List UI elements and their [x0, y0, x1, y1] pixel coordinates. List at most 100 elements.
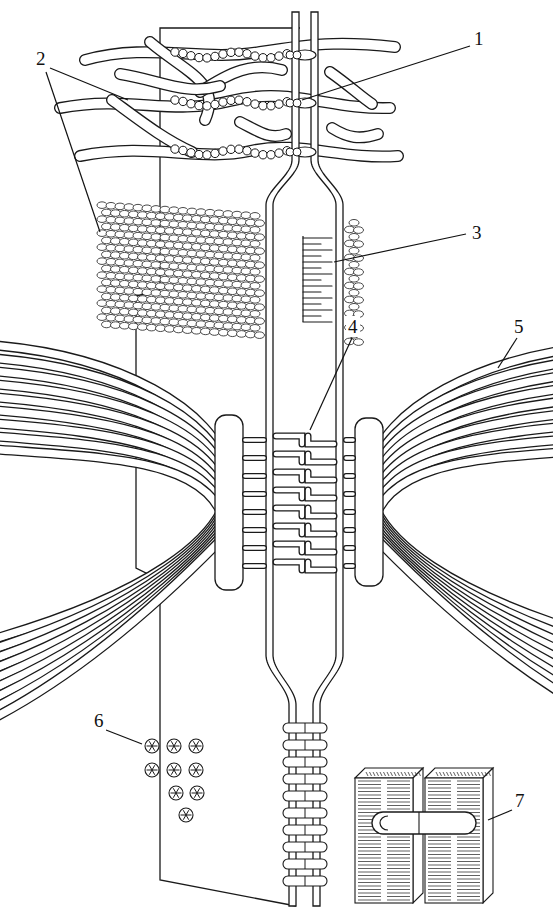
plaque-link	[245, 491, 264, 497]
filament-section	[354, 241, 364, 248]
filament-section	[255, 276, 265, 283]
connexon-end-on	[145, 739, 159, 753]
intermediate-filaments	[0, 345, 553, 720]
filament-section	[147, 226, 157, 233]
connexon-end-on	[189, 763, 203, 777]
connexon-subunit	[194, 788, 200, 798]
strand-bead	[251, 149, 259, 157]
filament-section	[250, 241, 260, 248]
strand-bead	[275, 52, 283, 60]
filament-section	[214, 266, 224, 273]
lipid-tail	[464, 772, 466, 776]
filament-section	[183, 285, 193, 292]
lipid-tail	[468, 772, 470, 776]
filament-section	[232, 281, 242, 288]
strand-bead	[203, 151, 211, 159]
filament-section	[250, 311, 260, 318]
filament-section	[246, 317, 256, 324]
plaque-link	[245, 510, 264, 513]
filament-section	[183, 229, 193, 236]
filament-section	[241, 324, 251, 331]
filament-section	[255, 290, 265, 297]
filament-section	[214, 308, 224, 315]
leader-line	[498, 338, 517, 368]
filament-section	[165, 312, 175, 319]
filament-section	[255, 262, 265, 269]
lipid-tail	[387, 805, 410, 806]
desmoglein	[276, 436, 302, 444]
filament-section	[147, 268, 157, 275]
lipid-tail	[366, 772, 368, 776]
filament-section	[156, 283, 166, 290]
callout-number: 1	[472, 28, 486, 49]
filament-section	[97, 286, 107, 293]
filament-section	[183, 313, 193, 320]
filament-section	[187, 236, 197, 243]
strand-bead	[187, 100, 195, 108]
filament-section	[210, 287, 220, 294]
filament-section	[133, 204, 143, 211]
actin-filament	[85, 44, 395, 60]
filament-section	[237, 289, 247, 296]
filament-section	[187, 264, 197, 271]
connexon	[283, 876, 327, 886]
connexon-subunit	[194, 788, 200, 798]
strand-bead	[171, 145, 179, 153]
filament-section	[192, 327, 202, 334]
filament-section	[241, 254, 251, 261]
filament-section	[151, 234, 161, 241]
filament-section	[106, 216, 116, 223]
filament-section	[97, 202, 107, 209]
filament-section	[106, 230, 116, 237]
filament-section	[120, 252, 130, 259]
filament-section	[156, 297, 166, 304]
lipid-tail	[387, 865, 410, 866]
desmocollin	[308, 454, 334, 462]
keratin-filament	[0, 449, 229, 720]
filament-section	[187, 292, 197, 299]
desmoglein	[276, 526, 302, 534]
filament-section	[133, 232, 143, 239]
filament-section	[169, 263, 179, 270]
connexon-seam	[305, 723, 306, 733]
plaque-link	[346, 510, 353, 513]
filament-section	[97, 314, 107, 321]
filament-section	[169, 221, 179, 228]
lipid-tail	[428, 872, 451, 873]
lipid-tail	[358, 879, 381, 880]
bilayer-side	[413, 768, 423, 903]
lipid-tail	[428, 868, 451, 869]
strand-bead	[243, 50, 251, 58]
strand-bead	[211, 52, 219, 60]
filament-section	[138, 310, 148, 317]
callout-number: 6	[92, 710, 106, 731]
lipid-tail	[358, 865, 381, 866]
lipid-tail	[428, 875, 451, 876]
filament-section	[223, 225, 233, 232]
strand-bead	[259, 54, 267, 62]
filament-section	[160, 318, 170, 325]
filament-section	[151, 262, 161, 269]
lipid-tail	[428, 802, 451, 803]
filament-section	[250, 255, 260, 262]
lipid-tail	[387, 781, 410, 782]
connexon-seam	[305, 825, 306, 835]
lipid-tail	[358, 861, 381, 862]
filament-section	[246, 219, 256, 226]
filament-section	[223, 253, 233, 260]
filament-section	[156, 325, 166, 332]
plaque-link	[346, 564, 353, 567]
lipid-tail	[428, 781, 451, 782]
lipid-tail	[358, 854, 381, 855]
filament-section	[138, 324, 148, 331]
filament-section	[142, 317, 152, 324]
keratin-filament	[369, 449, 553, 720]
filament-section	[147, 310, 157, 317]
filament-section	[223, 267, 233, 274]
connexon-subunit	[171, 741, 177, 751]
filament-section	[255, 332, 265, 339]
connexon-subunit	[193, 765, 199, 775]
lipid-tail	[457, 805, 480, 806]
filament-section	[124, 260, 134, 267]
lipid-tail	[457, 837, 480, 838]
